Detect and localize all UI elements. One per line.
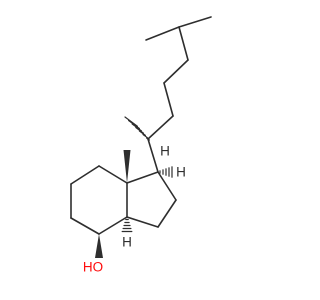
bond-c24-c25 (178, 26, 189, 61)
bond-c1-c2 (157, 171, 177, 201)
atom-labels: H H H HO (83, 144, 186, 275)
h-label-side: H (160, 144, 170, 159)
hash-bond-c20-methyl (124, 116, 150, 141)
bond-c20-c22 (147, 115, 174, 140)
wedge-bond-c7a-methyl (123, 150, 131, 183)
bond-c7-c6 (70, 165, 100, 185)
cyclohexane-ring (70, 165, 128, 235)
h-label-c3a: H (122, 235, 132, 250)
bond-c22-c23 (163, 82, 174, 117)
hash-bond-c3a-h (121, 218, 133, 233)
bond-c3-c3a (126, 216, 159, 228)
bond-c5-c4 (70, 217, 100, 235)
hash-bond-c1-h (159, 166, 173, 178)
bond-c25-c26 (145, 26, 180, 41)
bond-c4-c3a (98, 216, 128, 235)
bond-c2-c3 (157, 199, 177, 228)
bond-c7a-c1 (126, 171, 159, 184)
bond-c23-c24 (163, 59, 189, 84)
stereo-bonds (95, 116, 173, 258)
bond-c1-c20 (147, 138, 159, 173)
bond-c7a-c7 (98, 165, 128, 184)
side-chain (145, 16, 212, 173)
hydroxyl-label: HO (83, 260, 103, 275)
bond-c25-c27 (178, 16, 212, 28)
skeletal-structure: H H H HO (70, 16, 212, 275)
h-label-c1: H (176, 165, 186, 180)
cyclopentane-ring (126, 171, 177, 228)
wedge-bond-c4-oh (95, 234, 103, 258)
